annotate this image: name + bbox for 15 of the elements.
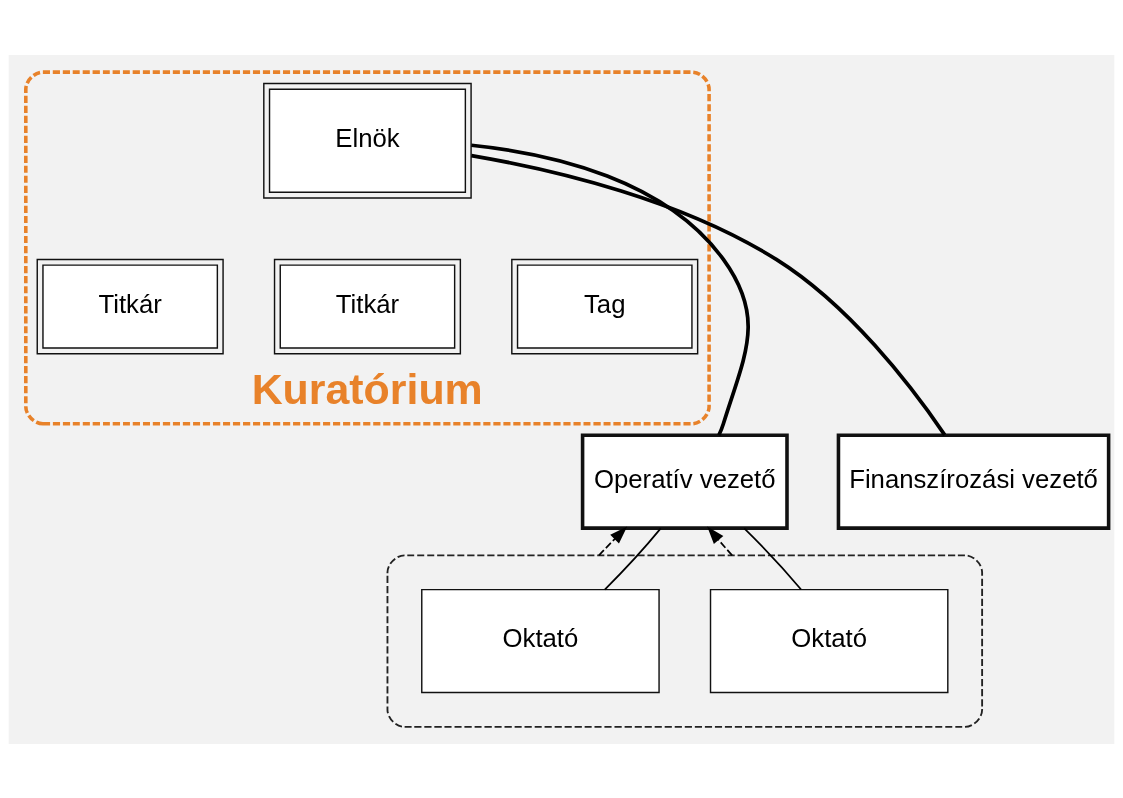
connector — [743, 527, 802, 590]
arrow — [707, 525, 733, 556]
arrow — [598, 526, 628, 556]
node-box: Titkár — [36, 258, 224, 354]
connector — [471, 153, 947, 436]
connector — [603, 527, 662, 590]
node-box: Operatív vezető — [580, 432, 789, 530]
connector — [471, 142, 750, 436]
node-box: Elnök — [263, 82, 472, 199]
node-box: Oktató — [709, 588, 949, 693]
node-box: Titkár — [273, 258, 462, 354]
cluster — [386, 553, 984, 728]
node-box: Tag — [511, 258, 699, 354]
node-box: Oktató — [421, 588, 660, 693]
node-box: Finanszírozási vezető — [836, 432, 1111, 530]
